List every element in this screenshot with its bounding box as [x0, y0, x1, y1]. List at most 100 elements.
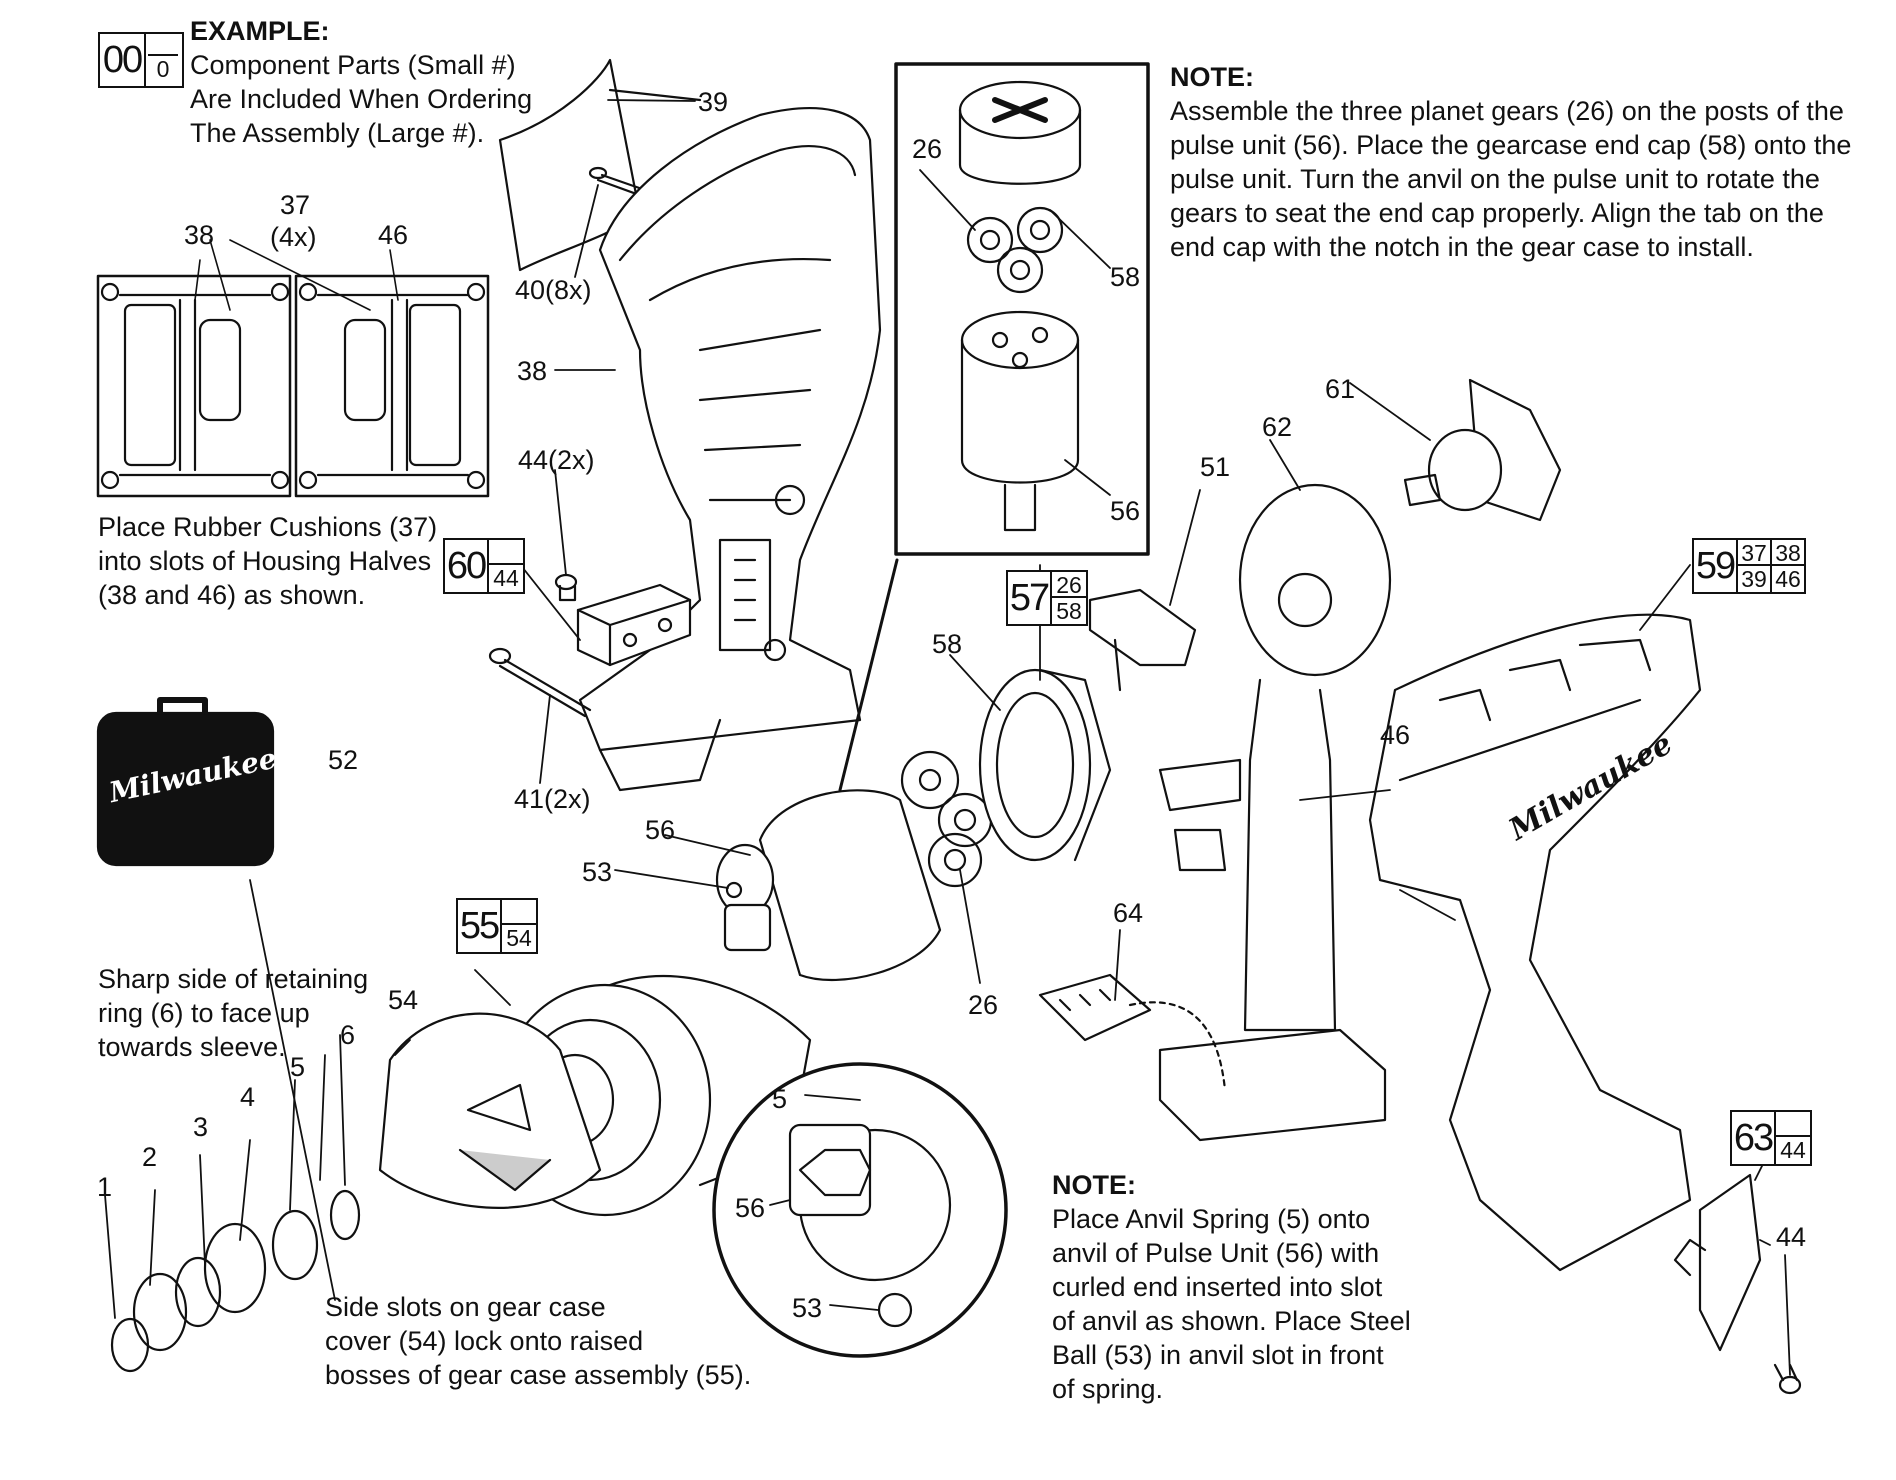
callout-26: 26 — [968, 990, 999, 1020]
ring-note-line-1: Sharp side of retaining — [98, 964, 369, 994]
callout-5: 5 — [290, 1052, 306, 1082]
ring-note-line-2: ring (6) to face up — [98, 998, 310, 1028]
callout-46: 46 — [1380, 720, 1411, 750]
clip-63 — [1673, 1173, 1762, 1352]
kit-59-sub-1: 37 — [1741, 540, 1767, 566]
callout-41: 41(2x) — [514, 784, 591, 814]
gear-case-cover-54 — [378, 1012, 602, 1209]
example-big-number: 00 — [100, 34, 146, 86]
callout-44-2x: 44(2x) — [518, 445, 595, 475]
kit-63-sub-1: 44 — [1776, 1135, 1810, 1163]
kit-60-number: 60 — [445, 540, 489, 592]
callout-1: 1 — [97, 1172, 113, 1202]
anvil-detail-circle — [712, 1062, 1008, 1358]
led-board-64 — [1038, 973, 1227, 1092]
gear-note-line-3: pulse unit. Turn the anvil on the pulse … — [1170, 164, 1820, 194]
kit-box-59: 59 37 38 39 46 — [1692, 538, 1806, 594]
kit-59-sub-3: 39 — [1738, 564, 1770, 592]
screw-44 — [554, 573, 578, 602]
kit-59-sub-2: 38 — [1770, 540, 1804, 566]
slots-note-line-1: Side slots on gear case — [325, 1292, 606, 1322]
ring-note-line-3: towards sleeve. — [98, 1032, 286, 1062]
callout-61: 61 — [1325, 374, 1356, 404]
slots-note-line-3: bosses of gear case assembly (55). — [325, 1360, 752, 1390]
callout-58-inset: 58 — [1110, 262, 1141, 292]
callout-4: 4 — [240, 1082, 256, 1112]
kit-57-number: 57 — [1008, 572, 1052, 624]
pulse-unit-56 — [715, 789, 942, 982]
gear-note-line-1: Assemble the three planet gears (26) on … — [1170, 96, 1844, 126]
callout-53: 53 — [582, 857, 613, 887]
anvil-note-line-6: of spring. — [1052, 1374, 1164, 1404]
kit-box-57: 57 26 58 — [1006, 570, 1088, 626]
callout-5-detail: 5 — [772, 1084, 788, 1114]
callout-56-inset: 56 — [1110, 496, 1141, 526]
motor-61 — [1403, 378, 1562, 522]
cushion-note-line-3: (38 and 46) as shown. — [98, 580, 366, 610]
screw-44-right — [1773, 1363, 1802, 1395]
control-module-62 — [1158, 483, 1392, 1142]
kit-55-number: 55 — [458, 900, 502, 952]
kit-box-60: 60 44 — [443, 538, 525, 594]
example-kit-box: 00 0 — [98, 32, 184, 88]
leader-lines — [104, 99, 1791, 1376]
anvil-note-line-5: Ball (53) in anvil slot in front — [1052, 1340, 1384, 1370]
gear-inset-box — [894, 62, 1150, 556]
callout-38-inset: 38 — [184, 220, 215, 250]
callout-40: 40(8x) — [515, 275, 592, 305]
callout-3: 3 — [193, 1112, 209, 1142]
screw-40 — [588, 166, 647, 198]
cushion-note-line-2: into slots of Housing Halves — [98, 546, 432, 576]
example-title: EXAMPLE: — [190, 16, 330, 46]
gear-note-line-4: gears to seat the end cap properly. Alig… — [1170, 198, 1824, 228]
gear-note-line-5: end cap with the notch in the gear case … — [1170, 232, 1754, 262]
kit-59-sub-4: 46 — [1770, 564, 1804, 592]
housing-half-46 — [1368, 613, 1702, 1272]
switch-51 — [1088, 588, 1197, 692]
callout-52: 52 — [328, 745, 359, 775]
gear-note-line-2: pulse unit (56). Place the gearcase end … — [1170, 130, 1852, 160]
end-cap-58 — [978, 668, 1112, 862]
cushion-inset — [96, 239, 490, 498]
kit-57-sub-1: 26 — [1056, 572, 1082, 598]
housing-half-38 — [578, 107, 882, 792]
example-line-1: Component Parts (Small #) — [190, 50, 516, 80]
kit-55-sub-1: 54 — [502, 923, 536, 951]
callout-62: 62 — [1262, 412, 1293, 442]
callout-37-4x: (4x) — [270, 222, 317, 252]
callout-53-detail: 53 — [792, 1293, 823, 1323]
callout-56: 56 — [645, 815, 676, 845]
kit-57-sub-2: 58 — [1052, 596, 1086, 624]
anvil-note-line-4: of anvil as shown. Place Steel — [1052, 1306, 1411, 1336]
kit-59-number: 59 — [1694, 540, 1738, 592]
anvil-note-title: NOTE: — [1052, 1170, 1136, 1200]
slots-note-line-2: cover (54) lock onto raised — [325, 1326, 644, 1356]
kit-box-63: 63 44 — [1730, 1110, 1812, 1166]
kit-60-sub-1: 44 — [489, 563, 523, 591]
callout-44: 44 — [1776, 1222, 1807, 1252]
callout-54: 54 — [388, 985, 419, 1015]
kit-63-number: 63 — [1732, 1112, 1776, 1164]
callout-38: 38 — [517, 356, 548, 386]
cushion-note-line-1: Place Rubber Cushions (37) — [98, 512, 438, 542]
callout-26-inset: 26 — [912, 134, 943, 164]
callout-51: 51 — [1200, 452, 1231, 482]
tool-case-52 — [96, 697, 275, 867]
callout-58: 58 — [932, 629, 963, 659]
callout-64: 64 — [1113, 898, 1144, 928]
bracket-60 — [576, 583, 692, 667]
callout-37: 37 — [280, 190, 311, 220]
example-small-number: 0 — [148, 54, 178, 82]
small-parts-1-6 — [110, 1189, 361, 1373]
kit-box-55: 55 54 — [456, 898, 538, 954]
anvil-note-line-2: anvil of Pulse Unit (56) with — [1052, 1238, 1380, 1268]
example-line-3: The Assembly (Large #). — [190, 118, 485, 148]
callout-46-inset: 46 — [378, 220, 409, 250]
anvil-note-line-1: Place Anvil Spring (5) onto — [1052, 1204, 1371, 1234]
bolt-41 — [488, 647, 592, 718]
callout-56-detail: 56 — [735, 1193, 766, 1223]
anvil-note-line-3: curled end inserted into slot — [1052, 1272, 1383, 1302]
callout-6: 6 — [340, 1020, 356, 1050]
